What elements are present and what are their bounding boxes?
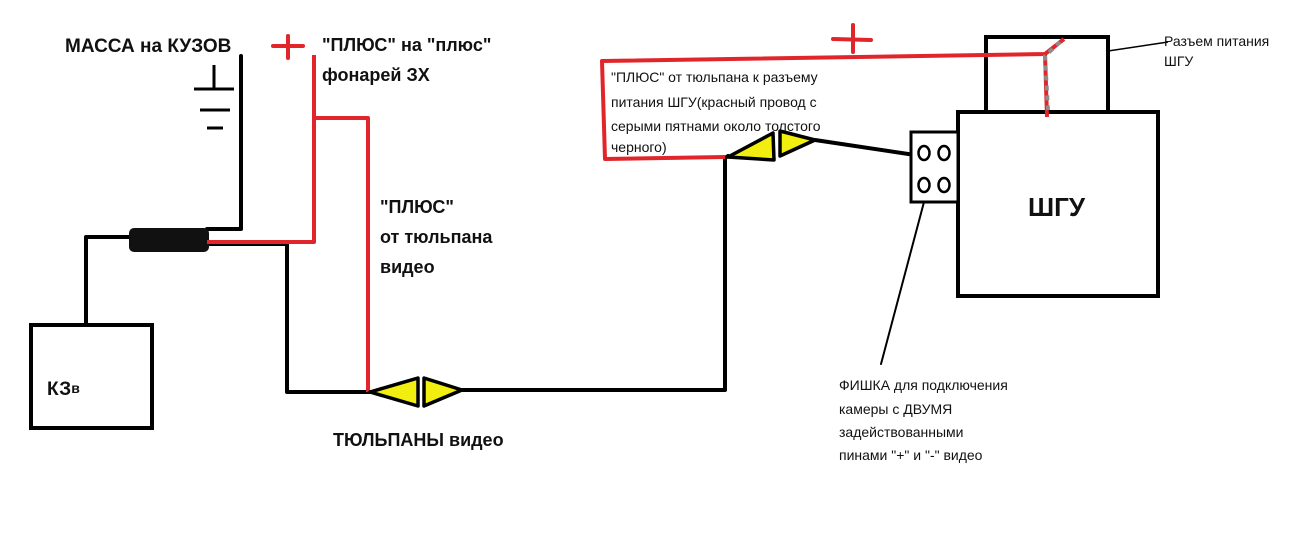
ground-label: МАССА на КУЗОВ	[65, 36, 231, 57]
tulip-top-left	[726, 131, 776, 162]
plug-label-2: камеры с ДВУМЯ	[839, 401, 952, 417]
video-wire-2	[460, 154, 730, 392]
plus-rear-label-2: фонарей ЗХ	[322, 65, 430, 85]
plug-wire	[813, 138, 917, 157]
plus-video-label-2: от тюльпана	[380, 227, 493, 247]
tulip-bottom-right	[422, 376, 464, 408]
tulip-connectors	[368, 129, 817, 408]
head-unit-label: ШГУ	[1028, 192, 1086, 222]
plus-hu-label-4: черного)	[611, 139, 667, 155]
plus-sign-2: +	[846, 46, 847, 48]
ground-symbol	[194, 65, 234, 130]
power-connector-pointer	[1107, 41, 1169, 52]
ground-wire	[205, 54, 243, 231]
red-wires	[207, 37, 1066, 392]
plus-hu-label-2: питания ШГУ(красный провод с	[611, 94, 817, 110]
plug-pointer	[880, 201, 925, 365]
kzv-wire	[84, 235, 133, 327]
tulip-top-right	[778, 129, 817, 158]
plus-video-wire	[314, 116, 370, 392]
tulip-bottom-left	[368, 376, 420, 408]
kzv-label: КЗв	[47, 379, 80, 400]
plus-hu-label-3: серыми пятнами около толстого	[611, 118, 821, 134]
plus-video-label-3: видео	[380, 257, 435, 277]
plus-video-label-1: "ПЛЮС"	[380, 197, 454, 217]
kzv-box	[29, 323, 154, 430]
plus-rear-wire	[207, 55, 316, 244]
gray-spots	[1042, 40, 1062, 111]
tulips-label: ТЮЛЬПАНЫ видео	[333, 430, 504, 450]
plus-rear-label-1: "ПЛЮС" на "плюс"	[322, 35, 491, 55]
plug-label-3: задействованными	[839, 424, 964, 440]
plug-label-1: ФИШКА для подключения	[839, 377, 1008, 393]
power-connector-label-1: Разъем питания	[1164, 33, 1269, 49]
cable-connector	[129, 228, 209, 252]
video-wire-1	[205, 242, 372, 394]
camera-plug	[909, 130, 960, 204]
plus-sign-marks	[271, 23, 873, 60]
plus-sign-1: +	[280, 53, 281, 55]
plug-label-4: пинами "+" и "-" видео	[839, 447, 983, 463]
plus-hu-label-1: "ПЛЮС" от тюльпана к разъему	[611, 69, 818, 85]
power-connector-label-2: ШГУ	[1164, 53, 1193, 69]
